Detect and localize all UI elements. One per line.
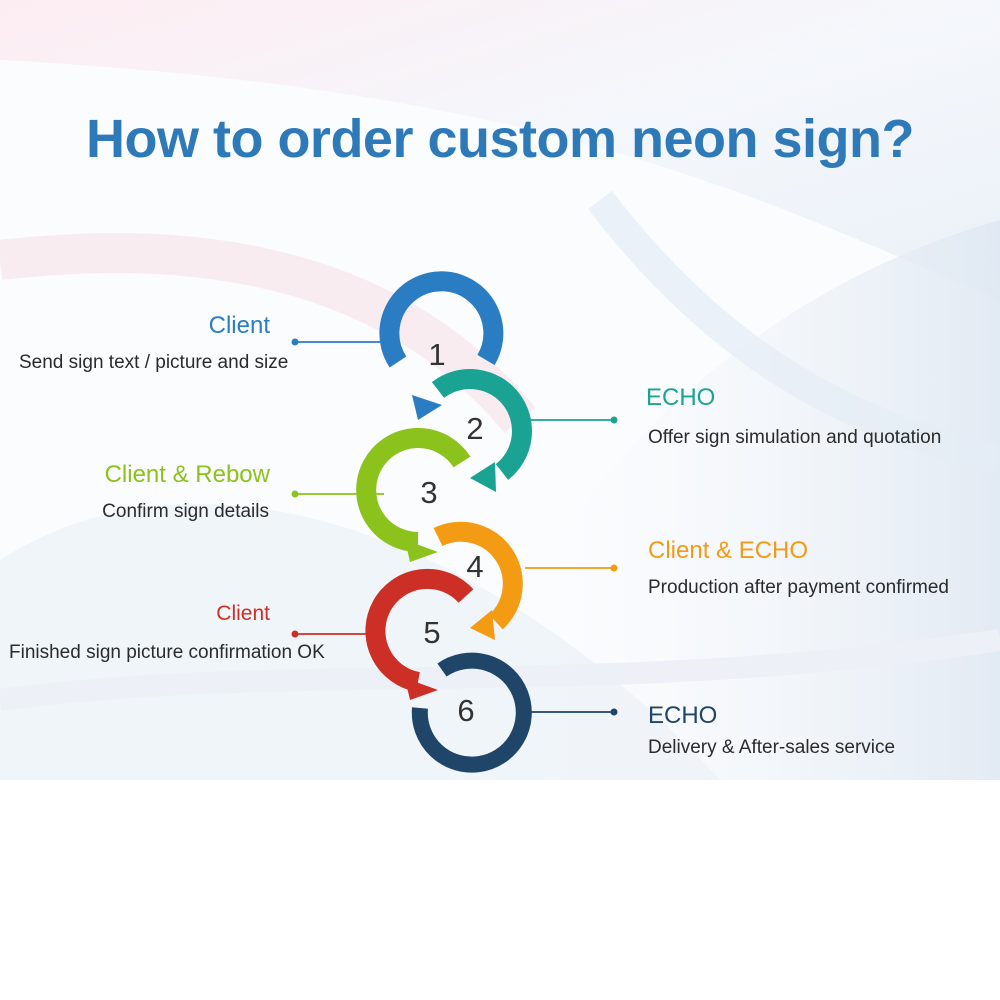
step-4-number: 4 — [466, 549, 484, 584]
step-1-connector-dot — [291, 338, 299, 346]
step-2-arrowhead — [470, 462, 496, 492]
step-6-arc — [411, 652, 532, 773]
step-5-connector-dot — [291, 630, 299, 638]
step-1-description: Send sign text / picture and size — [19, 352, 289, 373]
step-2-description: Offer sign simulation and quotation — [648, 427, 942, 448]
step-6-number: 6 — [457, 693, 475, 728]
step-4-connector-dot — [610, 564, 618, 572]
step-1-arc — [379, 271, 504, 368]
step-5-actor: Client — [216, 602, 270, 625]
step-3-arrowhead — [405, 540, 438, 562]
step-1-arrowhead — [412, 395, 442, 420]
step-4-arc — [433, 521, 523, 630]
step-3-arc — [356, 428, 471, 552]
page-title: How to order custom neon sign? — [85, 109, 915, 169]
step-2-actor: ECHO — [646, 384, 716, 411]
step-3-actor: Client & Rebow — [104, 461, 270, 488]
step-4-description: Production after payment confirmed — [648, 577, 949, 598]
step-3-description: Confirm sign details — [102, 501, 269, 522]
step-5-number: 5 — [423, 615, 441, 650]
step-1-actor: Client — [208, 312, 270, 339]
step-5-arc — [365, 568, 474, 692]
background-decoration — [0, 0, 1000, 780]
step-2-arc — [431, 369, 532, 480]
step-1-number: 1 — [428, 337, 446, 372]
step-2-number: 2 — [466, 411, 484, 446]
step-4-actor: Client & ECHO — [648, 537, 809, 564]
step-5-arrowhead — [405, 678, 438, 700]
step-5-description: Finished sign picture confirmation OK — [9, 642, 325, 663]
step-3-number: 3 — [420, 475, 438, 510]
step-2-connector-dot — [610, 416, 618, 424]
step-6-description: Delivery & After-sales service — [648, 737, 896, 758]
step-4-arrowhead — [470, 610, 495, 640]
step-3-connector-dot — [291, 490, 299, 498]
step-6-connector-dot — [610, 708, 618, 716]
step-6-actor: ECHO — [648, 702, 718, 729]
